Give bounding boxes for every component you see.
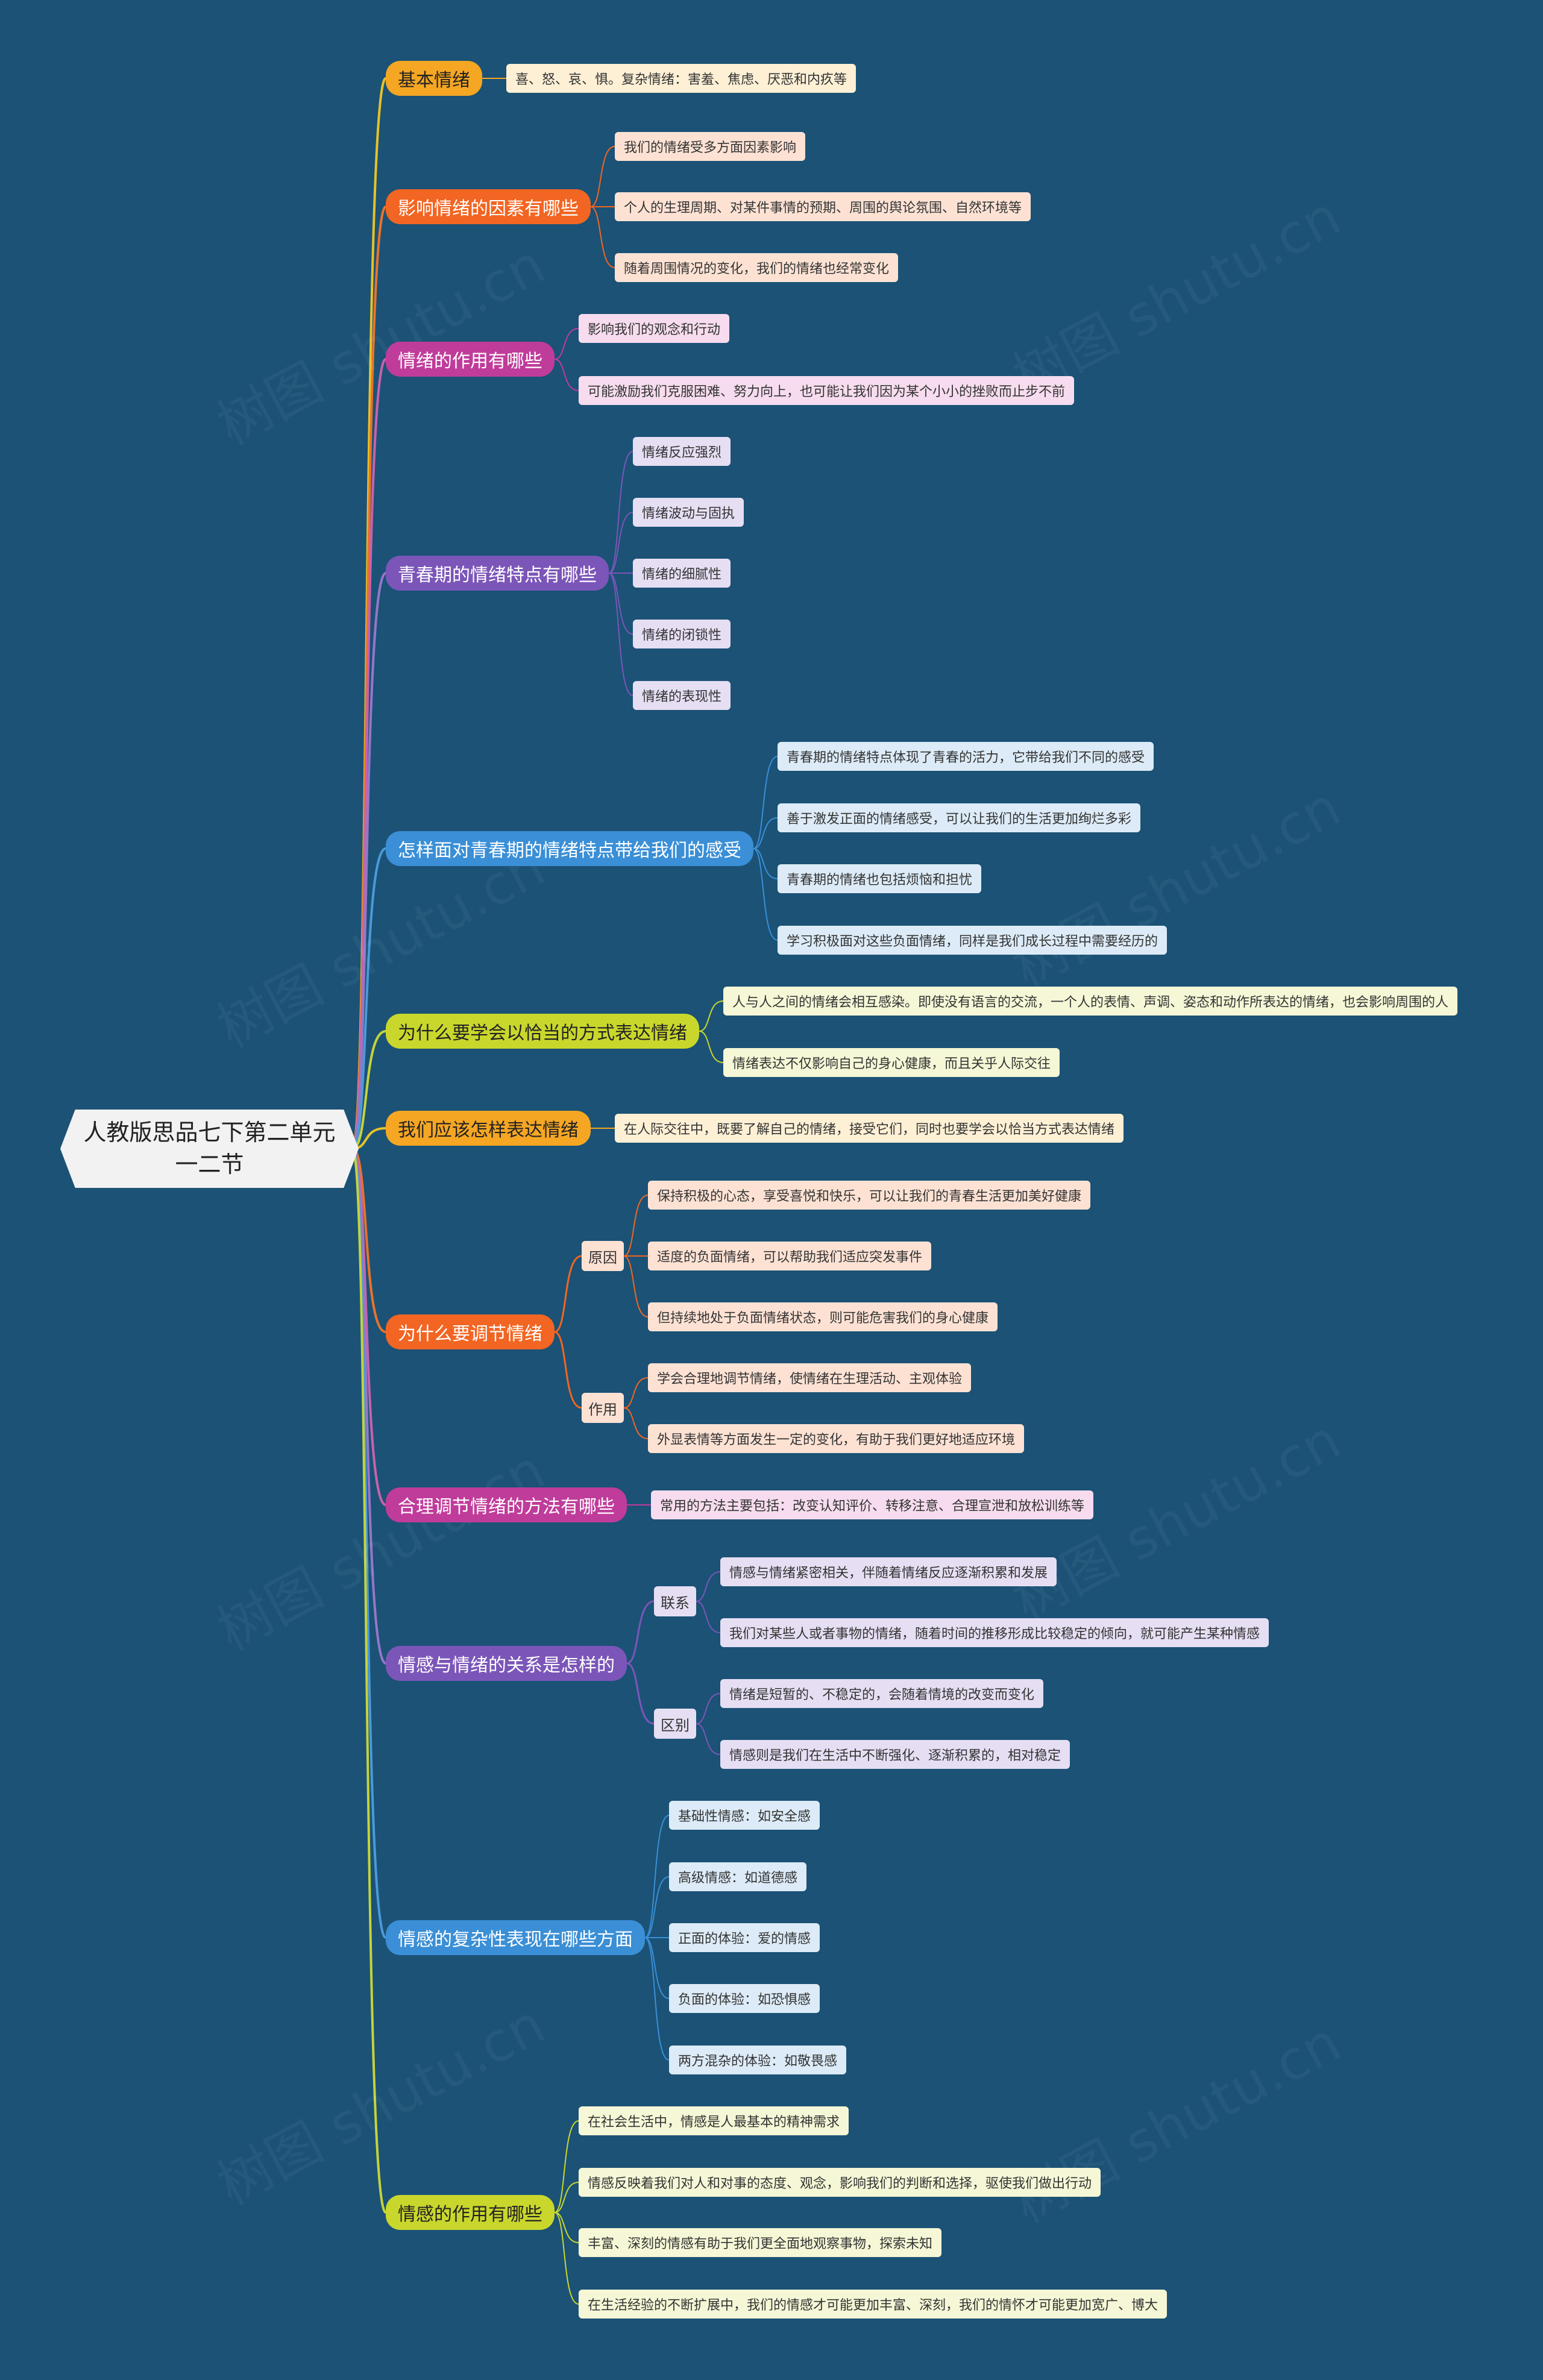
leaf-topic[interactable]: 影响我们的观念和行动 [579, 314, 729, 343]
connector-line [554, 2212, 579, 2305]
branch-topic[interactable]: 青春期的情绪特点有哪些 [386, 556, 609, 591]
leaf-topic[interactable]: 情绪的细腻性 [633, 559, 731, 588]
connector-line [608, 512, 633, 574]
branch-topic[interactable]: 基本情绪 [386, 61, 482, 96]
connector-line [554, 2120, 579, 2213]
leaf-topic[interactable]: 常用的方法主要包括：改变认知评价、转移注意、合理宣泄和放松训练等 [651, 1490, 1093, 1519]
connector-line [626, 1662, 655, 1725]
connector-line [644, 1876, 670, 1938]
connector-line [590, 206, 615, 268]
leaf-topic[interactable]: 情绪的表现性 [633, 681, 731, 710]
connector-line [554, 328, 579, 360]
connector-line [644, 1937, 670, 1999]
sub-topic[interactable]: 原因 [582, 1241, 624, 1271]
connector-line [623, 1407, 649, 1439]
leaf-topic[interactable]: 人与人之间的情绪会相互感染。即使没有语言的交流，一个人的表情、声调、姿态和动作所… [723, 987, 1457, 1016]
leaf-topic[interactable]: 情绪的闭锁性 [633, 620, 731, 648]
connector-line [644, 1937, 670, 2061]
connector-line [608, 451, 633, 574]
leaf-topic[interactable]: 可能激励我们克服困难、努力向上，也可能让我们因为某个小小的挫败而止步不前 [579, 376, 1074, 405]
leaf-topic[interactable]: 基础性情感：如安全感 [669, 1801, 820, 1830]
leaf-topic[interactable]: 情绪反应强烈 [633, 437, 731, 466]
connector-line [554, 1331, 582, 1409]
connector-line [590, 146, 615, 207]
branch-topic[interactable]: 为什么要调节情绪 [386, 1314, 555, 1349]
leaf-topic[interactable]: 学会合理地调节情绪，使情绪在生理活动、主观体验 [648, 1363, 971, 1392]
connector-line [626, 1600, 655, 1665]
branch-topic[interactable]: 怎样面对青春期的情绪特点带给我们的感受 [386, 831, 753, 866]
leaf-topic[interactable]: 丰富、深刻的情感有助于我们更全面地观察事物，探索未知 [579, 2228, 941, 2257]
leaf-topic[interactable]: 随着周围情况的变化，我们的情绪也经常变化 [615, 253, 898, 282]
sub-topic[interactable]: 区别 [654, 1709, 696, 1739]
leaf-topic[interactable]: 高级情感：如道德感 [669, 1862, 806, 1891]
leaf-topic[interactable]: 外显表情等方面发生一定的变化，有助于我们更好地适应环境 [648, 1424, 1024, 1453]
leaf-topic[interactable]: 情绪是短暂的、不稳定的，会随着情境的改变而变化 [720, 1679, 1043, 1708]
leaf-topic[interactable]: 情感反映着我们对人和对事的态度、观念，影响我们的判断和选择，驱使我们做出行动 [579, 2168, 1101, 2197]
connector-line [554, 2212, 579, 2243]
connector-line [554, 2182, 579, 2213]
connector-line [554, 359, 579, 391]
connector-line [352, 1148, 386, 1333]
leaf-topic[interactable]: 情感与情绪紧密相关，伴随着情绪反应逐渐积累和发展 [720, 1557, 1057, 1586]
leaf-topic[interactable]: 我们的情绪受多方面因素影响 [615, 132, 805, 161]
leaf-topic[interactable]: 负面的体验：如恐惧感 [669, 1984, 820, 2013]
branch-topic[interactable]: 情感的作用有哪些 [386, 2195, 555, 2230]
connector-line [623, 1255, 649, 1317]
root-topic[interactable]: 人教版思品七下第二单元一二节 [60, 1110, 359, 1188]
leaf-topic[interactable]: 善于激发正面的情绪感受，可以让我们的生活更加绚烂多彩 [778, 803, 1140, 832]
connector-line [608, 573, 633, 696]
leaf-topic[interactable]: 保持积极的心态，享受喜悦和快乐，可以让我们的青春生活更加美好健康 [648, 1181, 1090, 1210]
connector-line [623, 1377, 649, 1408]
connector-line [554, 1255, 582, 1333]
leaf-topic[interactable]: 但持续地处于负面情绪状态，则可能危害我们的身心健康 [648, 1302, 998, 1331]
leaf-topic[interactable]: 正面的体验：爱的情感 [669, 1923, 820, 1952]
leaf-topic[interactable]: 适度的负面情绪，可以帮助我们适应突发事件 [648, 1242, 931, 1270]
connector-line [696, 1693, 721, 1724]
leaf-topic[interactable]: 情感则是我们在生活中不断强化、逐渐积累的，相对稳定 [720, 1740, 1070, 1769]
branch-topic[interactable]: 合理调节情绪的方法有哪些 [386, 1487, 627, 1522]
leaf-topic[interactable]: 在生活经验的不断扩展中，我们的情感才可能更加丰富、深刻，我们的情怀才可能更加宽广… [579, 2290, 1167, 2319]
leaf-topic[interactable]: 在人际交往中，既要了解自己的情绪，接受它们，同时也要学会以恰当方式表达情绪 [615, 1114, 1123, 1143]
leaf-topic[interactable]: 青春期的情绪也包括烦恼和担忧 [778, 864, 981, 893]
leaf-topic[interactable]: 在社会生活中，情感是人最基本的精神需求 [579, 2106, 849, 2135]
connector-line [623, 1195, 649, 1257]
connector-line [351, 572, 387, 1150]
leaf-topic[interactable]: 青春期的情绪特点体现了青春的活力，它带给我们不同的感受 [778, 742, 1154, 771]
leaf-topic[interactable]: 情绪表达不仅影响自己的身心健康，而且关乎人际交往 [723, 1048, 1060, 1077]
connector-line [699, 1031, 724, 1063]
branch-topic[interactable]: 我们应该怎样表达情绪 [386, 1111, 591, 1146]
sub-topic[interactable]: 联系 [654, 1586, 696, 1616]
connector-line [351, 1148, 387, 2214]
leaf-topic[interactable]: 情绪波动与固执 [633, 498, 744, 527]
leaf-topic[interactable]: 学习积极面对这些负面情绪，同样是我们成长过程中需要经历的 [778, 926, 1167, 955]
connector-line [608, 573, 633, 635]
branch-topic[interactable]: 影响情绪的因素有哪些 [386, 189, 591, 224]
connector-line [753, 817, 778, 849]
connector-line [644, 1815, 670, 1938]
connector-line [753, 848, 778, 879]
leaf-topic[interactable]: 个人的生理周期、对某件事情的预期、周围的舆论氛围、自然环境等 [615, 192, 1031, 221]
connector-line [699, 1000, 724, 1032]
branch-topic[interactable]: 情感与情绪的关系是怎样的 [386, 1646, 627, 1681]
branch-topic[interactable]: 情绪的作用有哪些 [386, 342, 555, 377]
branch-topic[interactable]: 为什么要学会以恰当的方式表达情绪 [386, 1014, 699, 1049]
connector-line [696, 1723, 721, 1755]
leaf-topic[interactable]: 两方混杂的体验：如敬畏感 [669, 2046, 846, 2074]
connector-line [696, 1571, 721, 1602]
branch-topic[interactable]: 情感的复杂性表现在哪些方面 [386, 1920, 645, 1955]
connector-line [753, 848, 778, 941]
connector-line [696, 1601, 721, 1633]
leaf-topic[interactable]: 喜、怒、哀、惧。复杂情绪：害羞、焦虑、厌恶和内疚等 [506, 64, 856, 93]
connector-line [351, 847, 386, 1150]
leaf-topic[interactable]: 我们对某些人或者事物的情绪，随着时间的推移形成比较稳定的倾向，就可能产生某种情感 [720, 1618, 1269, 1647]
connector-line [352, 1030, 386, 1150]
connector-line [753, 756, 778, 849]
sub-topic[interactable]: 作用 [582, 1393, 624, 1423]
